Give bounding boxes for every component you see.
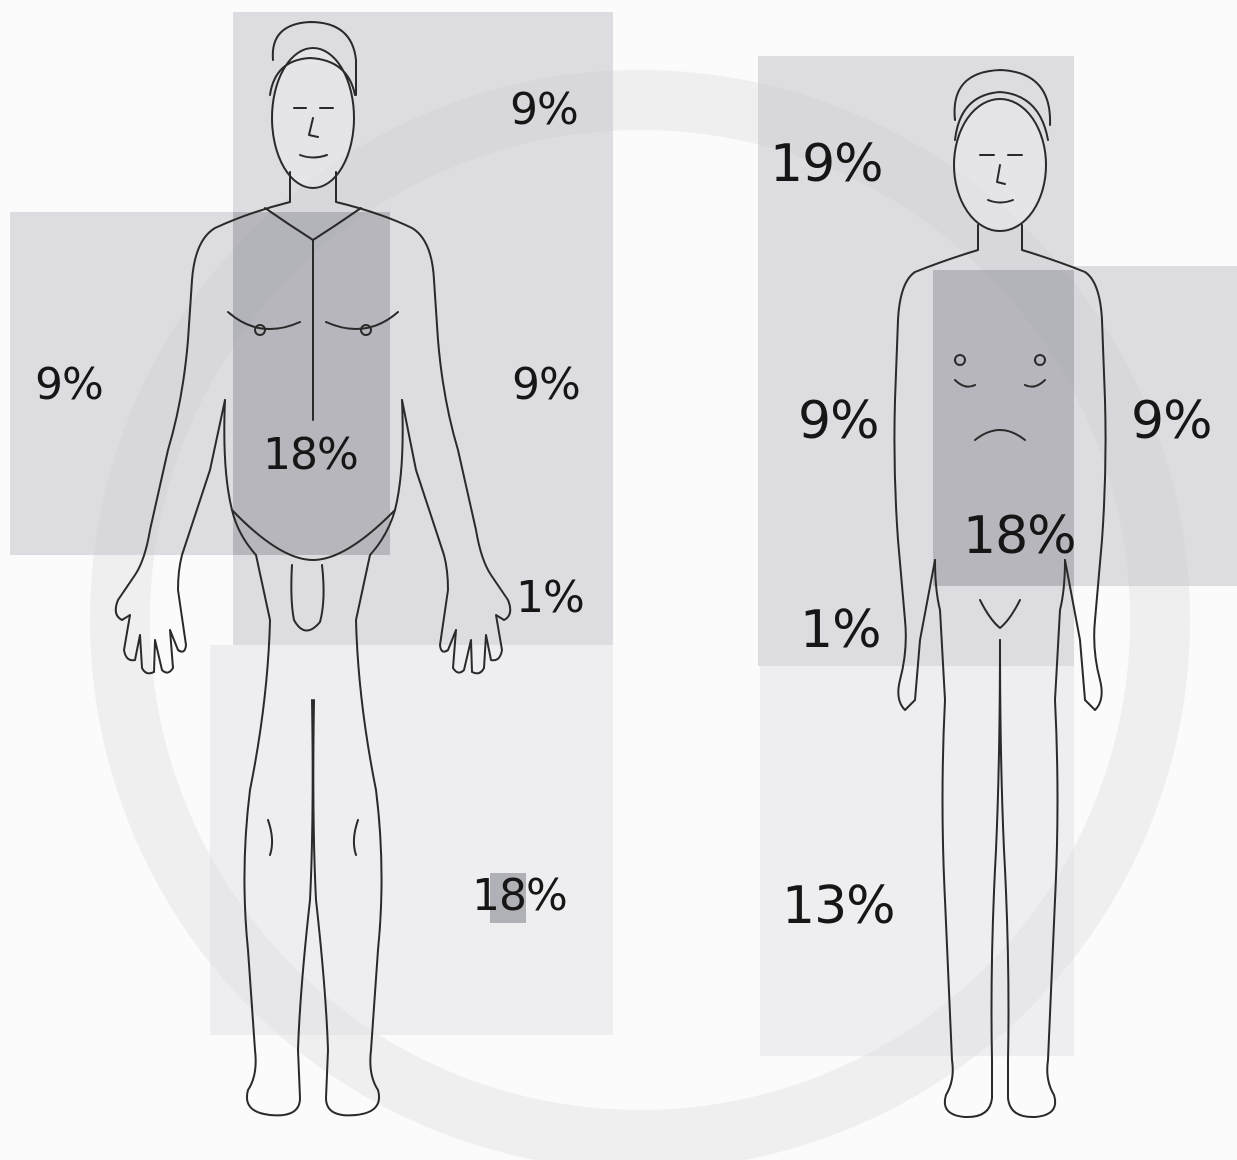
adult-legs-label: 18%	[472, 874, 567, 918]
child-legs-label: 13%	[782, 880, 895, 932]
adult-figure	[116, 22, 511, 1115]
adult-trunk-label: 18%	[263, 433, 358, 477]
child-trunk-label: 18%	[963, 510, 1076, 562]
child-right-arm-label: 9%	[1131, 395, 1212, 447]
adult-right-arm-label: 9%	[512, 363, 580, 407]
child-genitals-label: 1%	[800, 604, 881, 656]
adult-head-label: 9%	[510, 88, 578, 132]
adult-left-arm-label: 9%	[35, 363, 103, 407]
child-left-arm-label: 9%	[798, 395, 879, 447]
child-head-label: 19%	[770, 138, 883, 190]
child-figure	[894, 70, 1105, 1117]
adult-genitals-label: 1%	[516, 576, 584, 620]
